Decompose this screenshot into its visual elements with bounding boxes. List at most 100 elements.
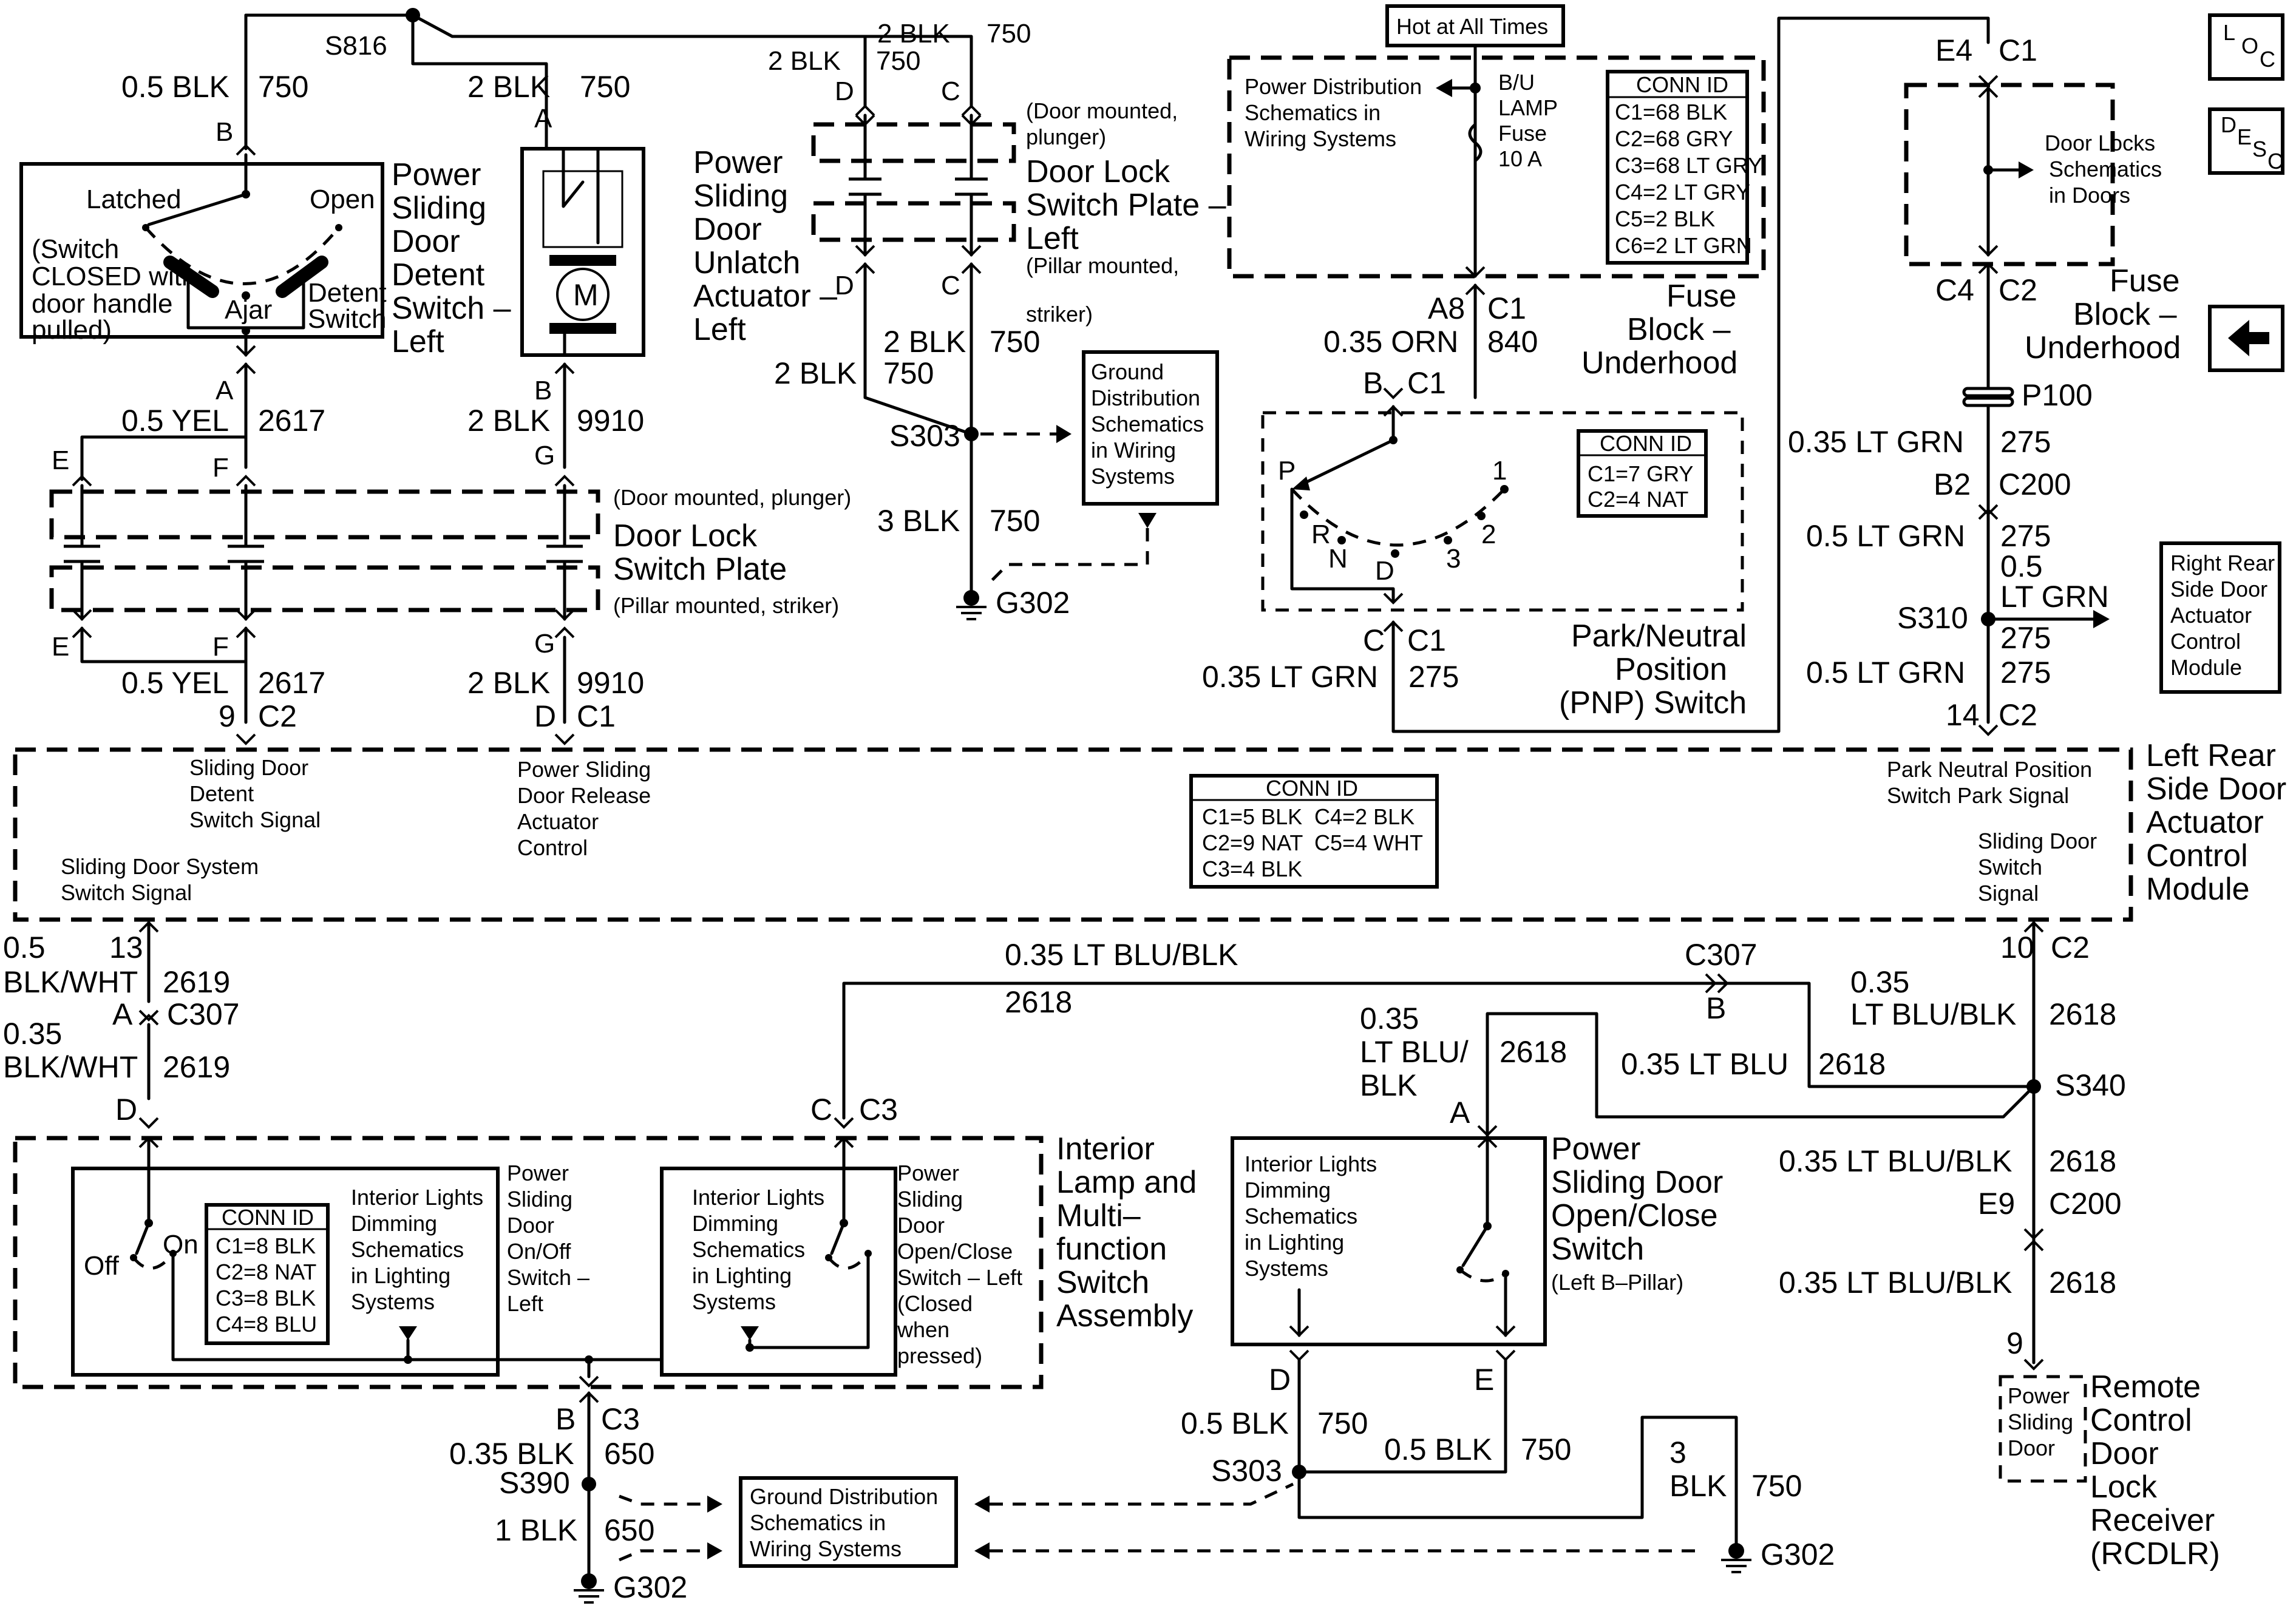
module-dashed — [13, 747, 2133, 922]
il-label-5: Switch — [1056, 1265, 1149, 1300]
detent-title-5: Switch – — [392, 291, 511, 326]
pnp-switch: B C1 P R N D 3 2 1 CONN ID C1=7 GRY C2=4… — [1202, 16, 1990, 733]
desc-icon[interactable]: D E S C — [2208, 107, 2284, 175]
rcdlr-box-1: Power — [2008, 1383, 2070, 1408]
fuse-conn-c1: C1 — [1487, 291, 1526, 325]
il-sw1-2: Sliding — [507, 1187, 572, 1212]
s303-upper: 2 BLK 750 2 BLK 750 S303 3 BLK 750 Groun… — [774, 262, 1219, 620]
pnp-conn-title: CONN ID — [1600, 431, 1692, 456]
rc-w3-circuit: 275 — [2000, 621, 2051, 655]
oc-w1-circuit: 750 — [1317, 1406, 1368, 1440]
plate1-door-mounted: (Door mounted, plunger) — [613, 485, 851, 510]
detent-note-1: (Switch — [32, 234, 119, 264]
il-s390: S390 — [499, 1466, 570, 1500]
detent-b-circuit: 750 — [258, 70, 308, 104]
il-w1-circuit: 650 — [604, 1437, 654, 1471]
s390-splice-dot — [582, 1477, 596, 1491]
rc-w3-size2: LT GRN — [2000, 580, 2109, 614]
left-rear-module: Left Rear Side Door Actuator Control Mod… — [13, 738, 2286, 922]
il-w1-size: 0.35 BLK — [449, 1437, 574, 1471]
gd1-l1: Ground — [1091, 359, 1164, 384]
mod-title-5: Module — [2146, 872, 2250, 907]
ground-dist-box-2 — [739, 1476, 958, 1568]
rc-w3-size1: 0.5 — [2000, 549, 2043, 583]
motor-icon — [556, 268, 610, 321]
s303-w1-size: 2 BLK — [883, 325, 966, 359]
plate2-pillar-1: (Pillar mounted, — [1026, 253, 1179, 278]
plate1-pin-f-bot: F — [212, 632, 229, 662]
oc-w-size1: 0.35 — [1360, 1002, 1419, 1036]
oc-ild-1: Interior Lights — [1245, 1151, 1377, 1176]
rc-c1: C1 — [1999, 33, 2037, 67]
il-conn-1: C1=8 BLK — [216, 1233, 316, 1258]
g302-label-3: G302 — [1761, 1537, 1835, 1571]
mod-sig1-3: Switch Signal — [189, 807, 321, 832]
rcdlr-dashed — [1999, 1375, 2087, 1483]
right-column: E4 C1 Door Locks Schematics in Doors C4 … — [1788, 33, 2281, 736]
il-ild2-3: Schematics — [692, 1237, 805, 1262]
pnp-label-2: Position — [1615, 652, 1727, 687]
detent-title-2: Sliding — [392, 191, 486, 226]
pnp-2: 2 — [1481, 520, 1496, 549]
rc-w2-circuit: 275 — [2000, 519, 2051, 553]
il-sw1-3: Door — [507, 1213, 554, 1238]
fuse-label-3: Underhood — [1581, 345, 1737, 381]
blu-top-size: 0.35 LT BLU/BLK — [1005, 938, 1238, 972]
fuse-conn-id-box — [1606, 70, 1749, 265]
oc-w-circuit: 2618 — [1500, 1035, 1567, 1069]
il-sw1-4: On/Off — [507, 1239, 571, 1264]
actuator-title-1: Power — [693, 145, 783, 180]
lr-c2: C2 — [2051, 931, 2090, 964]
plate2-pillar-2: striker) — [1026, 302, 1093, 327]
mod-title-4: Control — [2146, 838, 2248, 873]
loc-icon[interactable]: L O C — [2208, 13, 2284, 81]
il-ild2-1: Interior Lights — [692, 1185, 824, 1210]
rrsd-box — [2159, 541, 2281, 694]
il-ild1-5: Systems — [351, 1289, 435, 1314]
fuse-conn-2: C2=68 GRY — [1615, 126, 1733, 151]
il-sw2-2: Sliding — [897, 1187, 963, 1212]
lr-w4-circuit: 2618 — [2049, 1266, 2116, 1300]
rc-fuse-1: Fuse — [2110, 263, 2180, 299]
pnp-wire-size: 0.35 LT GRN — [1202, 660, 1378, 694]
gd1-l3: Schematics — [1091, 412, 1204, 436]
oc-pin-d: D — [1269, 1363, 1291, 1397]
il-label-2: Lamp and — [1056, 1165, 1197, 1200]
fuse-label-2: Block – — [1627, 312, 1731, 347]
pnp-n: N — [1328, 544, 1348, 574]
actuator-title-2: Sliding — [693, 178, 788, 214]
mod-title-1: Left Rear — [2146, 738, 2276, 773]
ground-dist-2: Ground Distribution Schematics in Wiring… — [739, 1476, 1700, 1568]
plate1-door-box — [49, 489, 600, 540]
hot-at-all-times: Hot at All Times — [1396, 14, 1548, 39]
rcdlr-1: Remote — [2090, 1369, 2201, 1405]
blu-top-circuit: 2618 — [1005, 985, 1072, 1019]
oc-w3-size1: 3 — [1669, 1436, 1686, 1470]
detent-note-3: door handle — [32, 289, 172, 319]
actuator-wire-size: 2 BLK — [467, 404, 550, 438]
mod-title-2: Side Door — [2146, 771, 2286, 807]
left-yel-circuit: 2617 — [258, 666, 325, 700]
ll-w1-circuit: 2619 — [163, 965, 230, 999]
fuse-l1: B/U — [1498, 70, 1535, 95]
rrsd-1: Right Rear — [2170, 551, 2275, 575]
plate1-title-2: Switch Plate — [613, 552, 787, 587]
rcdlr-box-2: Sliding — [2008, 1409, 2073, 1434]
mod-sig2-1: Power Sliding — [517, 757, 651, 782]
il-w2-circuit: 650 — [604, 1513, 654, 1547]
loc-l: L — [2223, 20, 2235, 45]
desc-d: D — [2221, 112, 2237, 137]
door-locks-2: Schematics — [2049, 157, 2162, 181]
il-sw1-1: Power — [507, 1161, 569, 1185]
nav-icons[interactable]: L O C D E S C — [2208, 13, 2284, 372]
back-arrow-icon[interactable] — [2208, 305, 2284, 372]
mod-sig1-1: Sliding Door — [189, 755, 308, 780]
rcdlr-2: Control — [2090, 1403, 2192, 1438]
detent-note-4: pulled) — [32, 315, 112, 345]
pds-l3: Wiring Systems — [1245, 126, 1396, 151]
plate1-pin-f-top: F — [212, 453, 229, 483]
pnp-r: R — [1311, 520, 1331, 549]
pnp-conn-b: C1 — [1407, 366, 1446, 400]
left-blk-size: 2 BLK — [467, 666, 550, 700]
mod-title-3: Actuator — [2146, 805, 2264, 840]
